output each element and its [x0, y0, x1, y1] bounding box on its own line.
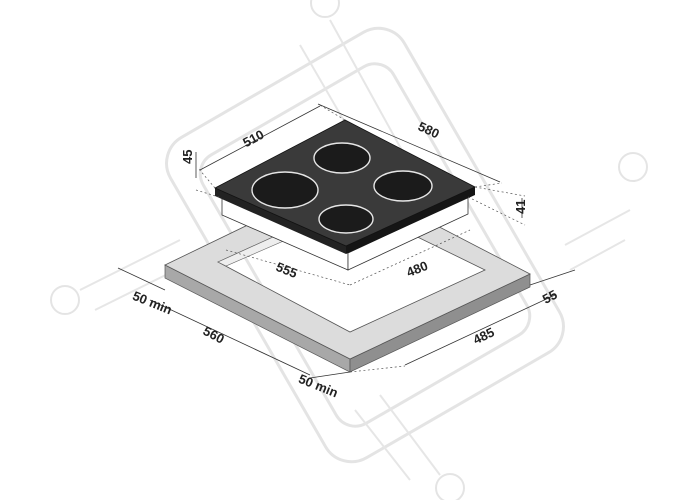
label-worktop-depth: 560: [201, 323, 227, 346]
label-hob-depth: 580: [416, 119, 442, 142]
label-edge-front: 55: [540, 287, 560, 307]
label-cutout-depth: 480: [404, 258, 430, 280]
ext-line: [349, 365, 406, 373]
label-recess-depth: 41: [513, 200, 528, 214]
watermark-circle: [310, 0, 340, 18]
hob-glass-edge-left: [215, 188, 346, 254]
watermark-circle: [435, 473, 465, 500]
dim-line-worktop-depth: [149, 299, 311, 376]
ext-line: [195, 189, 223, 199]
label-worktop-width: 485: [471, 324, 497, 347]
watermark-line: [329, 19, 411, 166]
hob: [214, 119, 476, 271]
burner-left: [251, 171, 319, 209]
watermark-line: [79, 239, 181, 291]
burner-rear: [313, 142, 371, 174]
dimension-lines: [117, 103, 576, 379]
watermark-circle: [50, 285, 80, 315]
label-clearance-front: 50 min: [296, 371, 340, 400]
label-clearance-left: 50 min: [130, 288, 174, 317]
dim-line-cutout-width: [225, 249, 351, 286]
dim-line-clearance-front: [309, 371, 351, 379]
ext-line: [467, 196, 526, 226]
ext-line: [317, 103, 346, 121]
label-hob-thickness: 45: [180, 150, 195, 164]
watermark-line: [564, 209, 631, 246]
watermark-circle: [618, 152, 648, 182]
dim-line-worktop-width: [404, 294, 556, 366]
watermark: [50, 0, 648, 500]
label-cutout-width: 555: [274, 259, 300, 281]
ext-line: [474, 186, 526, 197]
watermark-line: [379, 394, 441, 476]
burner-right: [373, 170, 433, 202]
dim-line-hob-depth: [317, 103, 501, 183]
dim-line-hob-width: [199, 105, 321, 171]
ext-line: [474, 182, 503, 188]
dim-line-edge: [529, 269, 576, 286]
dim-line-clearance-left: [117, 267, 166, 291]
watermark-line: [569, 239, 626, 271]
watermark-line: [354, 409, 411, 481]
hob-glass-edge-right: [346, 187, 475, 254]
burner-front: [318, 204, 374, 234]
